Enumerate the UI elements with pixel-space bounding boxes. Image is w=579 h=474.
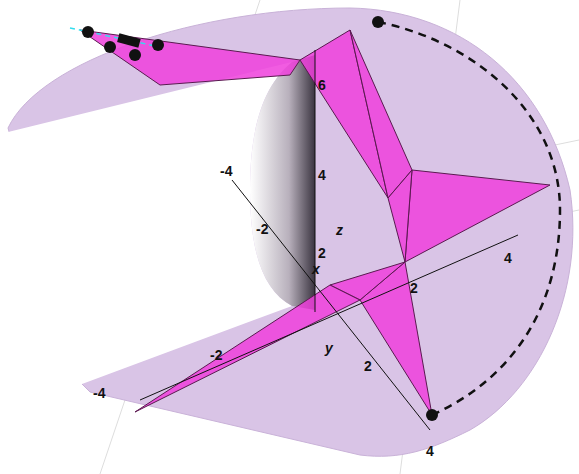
axis-label: z	[336, 223, 343, 237]
axis-label: 4	[318, 168, 326, 182]
axis-label: 2	[364, 359, 372, 373]
axis-label: 2	[318, 246, 326, 260]
axis-label: -2	[256, 222, 268, 236]
axis-label: -2	[210, 348, 222, 362]
axis-label: 4	[504, 251, 512, 265]
axis-label: -4	[220, 164, 232, 178]
axis-label: x	[312, 262, 320, 276]
axis-label: 2	[410, 281, 418, 295]
axis-label: y	[325, 341, 333, 355]
axis-label: 6	[318, 78, 326, 92]
axis-label: -4	[93, 386, 105, 400]
axis-label: 4	[426, 444, 434, 458]
